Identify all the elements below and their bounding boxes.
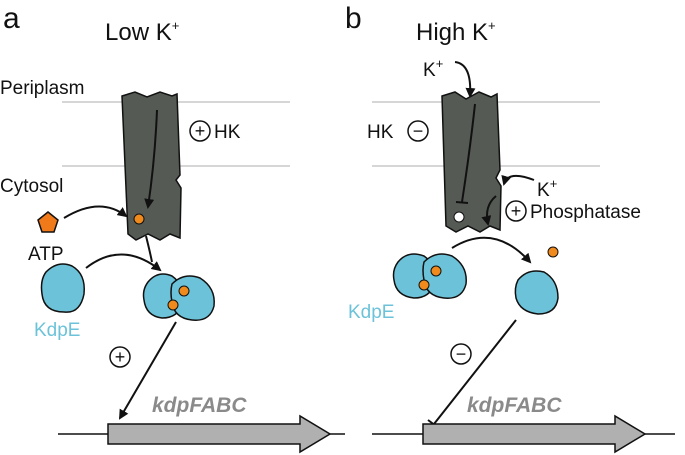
- autophosphorylation-arrow: [144, 109, 158, 209]
- kdpe-dimer-right: [170, 275, 215, 321]
- gene-arrow: [107, 414, 332, 454]
- activation-arrow: [118, 321, 177, 420]
- periplasm-label: Periplasm: [0, 78, 84, 99]
- histidine-kinase-protein: [121, 91, 182, 241]
- inhibition-line: [461, 103, 476, 203]
- atp-label: ATP: [28, 244, 64, 265]
- phosphate-on-kdpe-2: [418, 279, 430, 291]
- panel-a: a Low K+ Periplasm Cytosol + HK ATP KdpE: [0, 2, 345, 454]
- dephosphorylation-arrow: [451, 236, 532, 264]
- plus-circle-icon: [505, 200, 527, 222]
- phospho-transfer-line: [145, 235, 153, 263]
- phosphatase-activation-label: + Phosphatase: [505, 200, 641, 223]
- gene-label: kdpFABC: [152, 394, 247, 417]
- kdpe-unphosphorylated: [514, 270, 559, 315]
- minus-circle-icon: [450, 343, 472, 365]
- phosphate-on-hk: [133, 213, 145, 225]
- phosphate-on-kdpe-2: [167, 299, 179, 311]
- gene-label: kdpFABC: [467, 394, 562, 417]
- plus-circle-icon: [109, 346, 131, 368]
- repression-line: [433, 319, 517, 425]
- svg-text:+: +: [195, 121, 206, 141]
- minus-circle-icon: [407, 120, 429, 142]
- panel-a-title: Low K+: [105, 18, 179, 46]
- hk-inhibition-label: HK −: [367, 120, 429, 143]
- hk-activation-label: + HK: [189, 120, 241, 143]
- hk-label: HK: [367, 122, 394, 143]
- cytosol-label: Cytosol: [0, 176, 63, 197]
- panel-a-letter: a: [3, 2, 20, 35]
- plus-circle-icon: [189, 120, 211, 142]
- svg-text:+: +: [511, 201, 522, 221]
- panel-b-letter: b: [345, 2, 362, 35]
- panel-b-title: High K+: [416, 18, 496, 46]
- activation-sign: +: [109, 346, 131, 368]
- k-binding-arrow: [454, 61, 476, 98]
- inhibition-bar: [455, 201, 469, 204]
- kdpe-unphosphorylated: [40, 263, 85, 313]
- k-ion-top-label: K+: [423, 56, 443, 81]
- svg-text:−: −: [413, 121, 424, 141]
- kdpe-dimer-right: [422, 253, 467, 299]
- kdpe-label: KdpE: [34, 320, 80, 341]
- released-phosphate: [547, 246, 559, 258]
- kdpe-label: KdpE: [348, 302, 394, 323]
- empty-phosphosite: [453, 211, 465, 223]
- atp-to-hk-arrow: [63, 205, 128, 219]
- svg-text:−: −: [456, 344, 467, 364]
- histidine-kinase-protein: [441, 91, 502, 233]
- phosphatase-arrow: [481, 195, 497, 226]
- kdpe-to-dimer-arrow: [85, 253, 162, 272]
- hk-label: HK: [214, 122, 241, 143]
- atp-pentagon-icon: [37, 211, 59, 233]
- phosphate-on-kdpe-1: [178, 285, 190, 297]
- k-to-hk-arrow: [501, 174, 535, 186]
- svg-text:+: +: [115, 347, 126, 367]
- k-ion-side-label: K+: [537, 176, 557, 201]
- phosphate-on-kdpe-1: [430, 265, 442, 277]
- gene-arrow: [422, 414, 647, 454]
- panel-b: b High K+ K+ HK − K+ + Phosphatase: [345, 2, 675, 454]
- repression-sign: −: [450, 343, 472, 365]
- phosphatase-label: Phosphatase: [530, 202, 641, 223]
